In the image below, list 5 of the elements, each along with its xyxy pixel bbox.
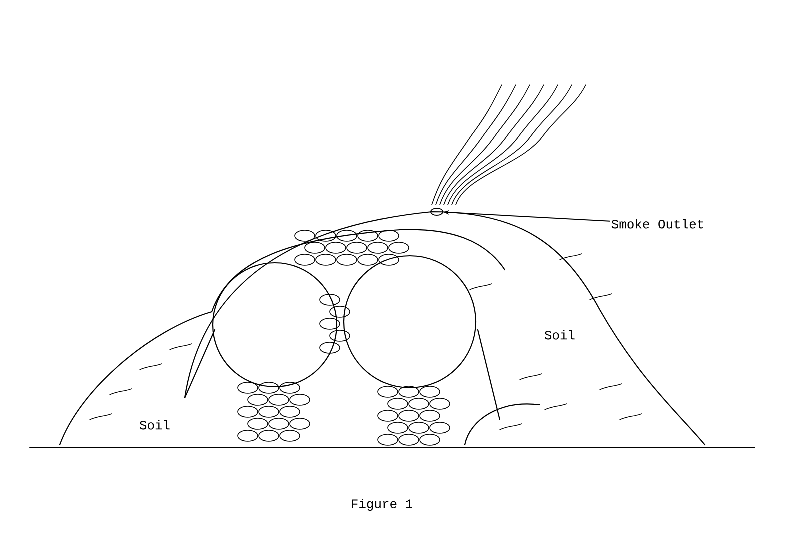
caption: Figure 1 xyxy=(352,498,412,512)
callout-text: Smoke Outlet xyxy=(612,219,704,229)
smoke-outlet xyxy=(430,208,444,216)
part-label: Soil xyxy=(138,419,172,431)
part-label: Soil xyxy=(543,329,577,341)
